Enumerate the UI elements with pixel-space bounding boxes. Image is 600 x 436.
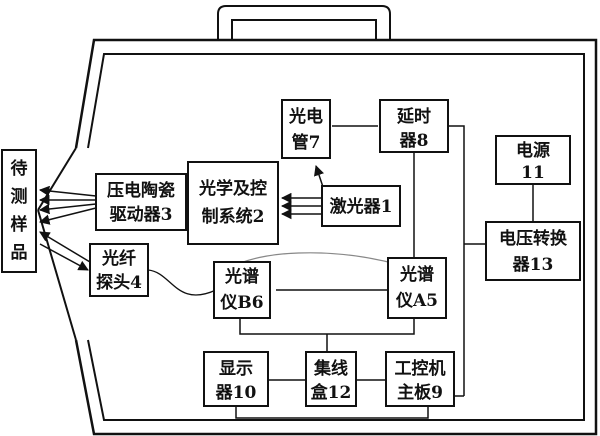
power-label-1: 电源	[516, 140, 550, 161]
arrow-piezo-sample-4	[38, 207, 97, 225]
piezo-driver-box	[95, 173, 187, 231]
display-label-1: 显示	[219, 359, 253, 379]
spectrometer-b-box	[213, 261, 271, 319]
sample-label-3: 样	[11, 214, 28, 235]
case-handle	[217, 5, 391, 40]
spectrometer-b-label-1: 光谱	[224, 266, 259, 287]
ipc-board-box	[385, 351, 455, 407]
case-outer	[74, 38, 598, 436]
photoelectric-tube-label-2: 管7	[292, 132, 321, 153]
line-bottom-bus	[235, 406, 429, 419]
fiber-probe-label-2: 探头4	[96, 272, 142, 293]
ipc-board-label-1: 工控机	[395, 358, 446, 379]
laser-box	[321, 185, 401, 227]
display-label-2: 器10	[215, 383, 257, 403]
spectrometer-a-label-1: 光谱	[399, 264, 434, 285]
sample-label-4: 品	[11, 243, 28, 263]
spectrometer-b-label-2: 仪B6	[219, 293, 263, 313]
photoelectric-tube-label-1: 光电	[288, 106, 323, 127]
arrow-sample-probe	[39, 243, 89, 271]
line-delay-bus	[448, 125, 465, 396]
spectrometer-a-label-2: 仪A5	[395, 291, 438, 311]
hub-label-1: 集线	[313, 358, 348, 379]
hub-box	[305, 351, 357, 407]
laser-label: 激光器1	[330, 196, 393, 217]
fiber-probe-box	[89, 243, 149, 297]
arrow-probe-sample	[39, 231, 91, 263]
power-label-2: 11	[521, 163, 545, 183]
spectrometer-a-box	[387, 257, 447, 319]
power-box	[495, 135, 571, 185]
photoelectric-tube-box	[281, 99, 331, 159]
optics-control-box	[187, 161, 279, 245]
fiber-probe-label-1: 光纤	[101, 248, 136, 269]
hub-label-2: 盒12	[310, 382, 352, 403]
arrow-piezo-sample-3	[38, 203, 97, 215]
line-specs-hub	[239, 318, 415, 352]
case-inner	[87, 53, 585, 421]
delay-label-1: 延时	[396, 106, 431, 127]
delay-box	[379, 99, 449, 153]
display-box	[203, 351, 269, 407]
piezo-driver-label-1: 压电陶瓷	[107, 180, 175, 201]
voltage-converter-label-1: 电压转换	[499, 228, 568, 249]
arrow-piezo-sample-1	[38, 185, 97, 197]
optics-control-label-1: 光学及控	[198, 178, 267, 199]
piezo-driver-label-2: 驱动器3	[110, 205, 173, 225]
delay-label-2: 器8	[399, 131, 429, 151]
sample-label-1: 待	[11, 158, 28, 179]
optics-control-label-2: 制系统2	[202, 206, 265, 227]
fiber-probe-specB	[147, 269, 217, 296]
case-nose	[37, 147, 77, 341]
voltage-converter-box	[485, 221, 581, 281]
case-handle-inner	[231, 19, 377, 40]
sample-box	[1, 149, 37, 273]
voltage-converter-label-2: 器13	[512, 255, 554, 275]
ipc-board-label-2: 主板9	[397, 382, 443, 403]
sample-label-2: 测	[11, 186, 28, 207]
